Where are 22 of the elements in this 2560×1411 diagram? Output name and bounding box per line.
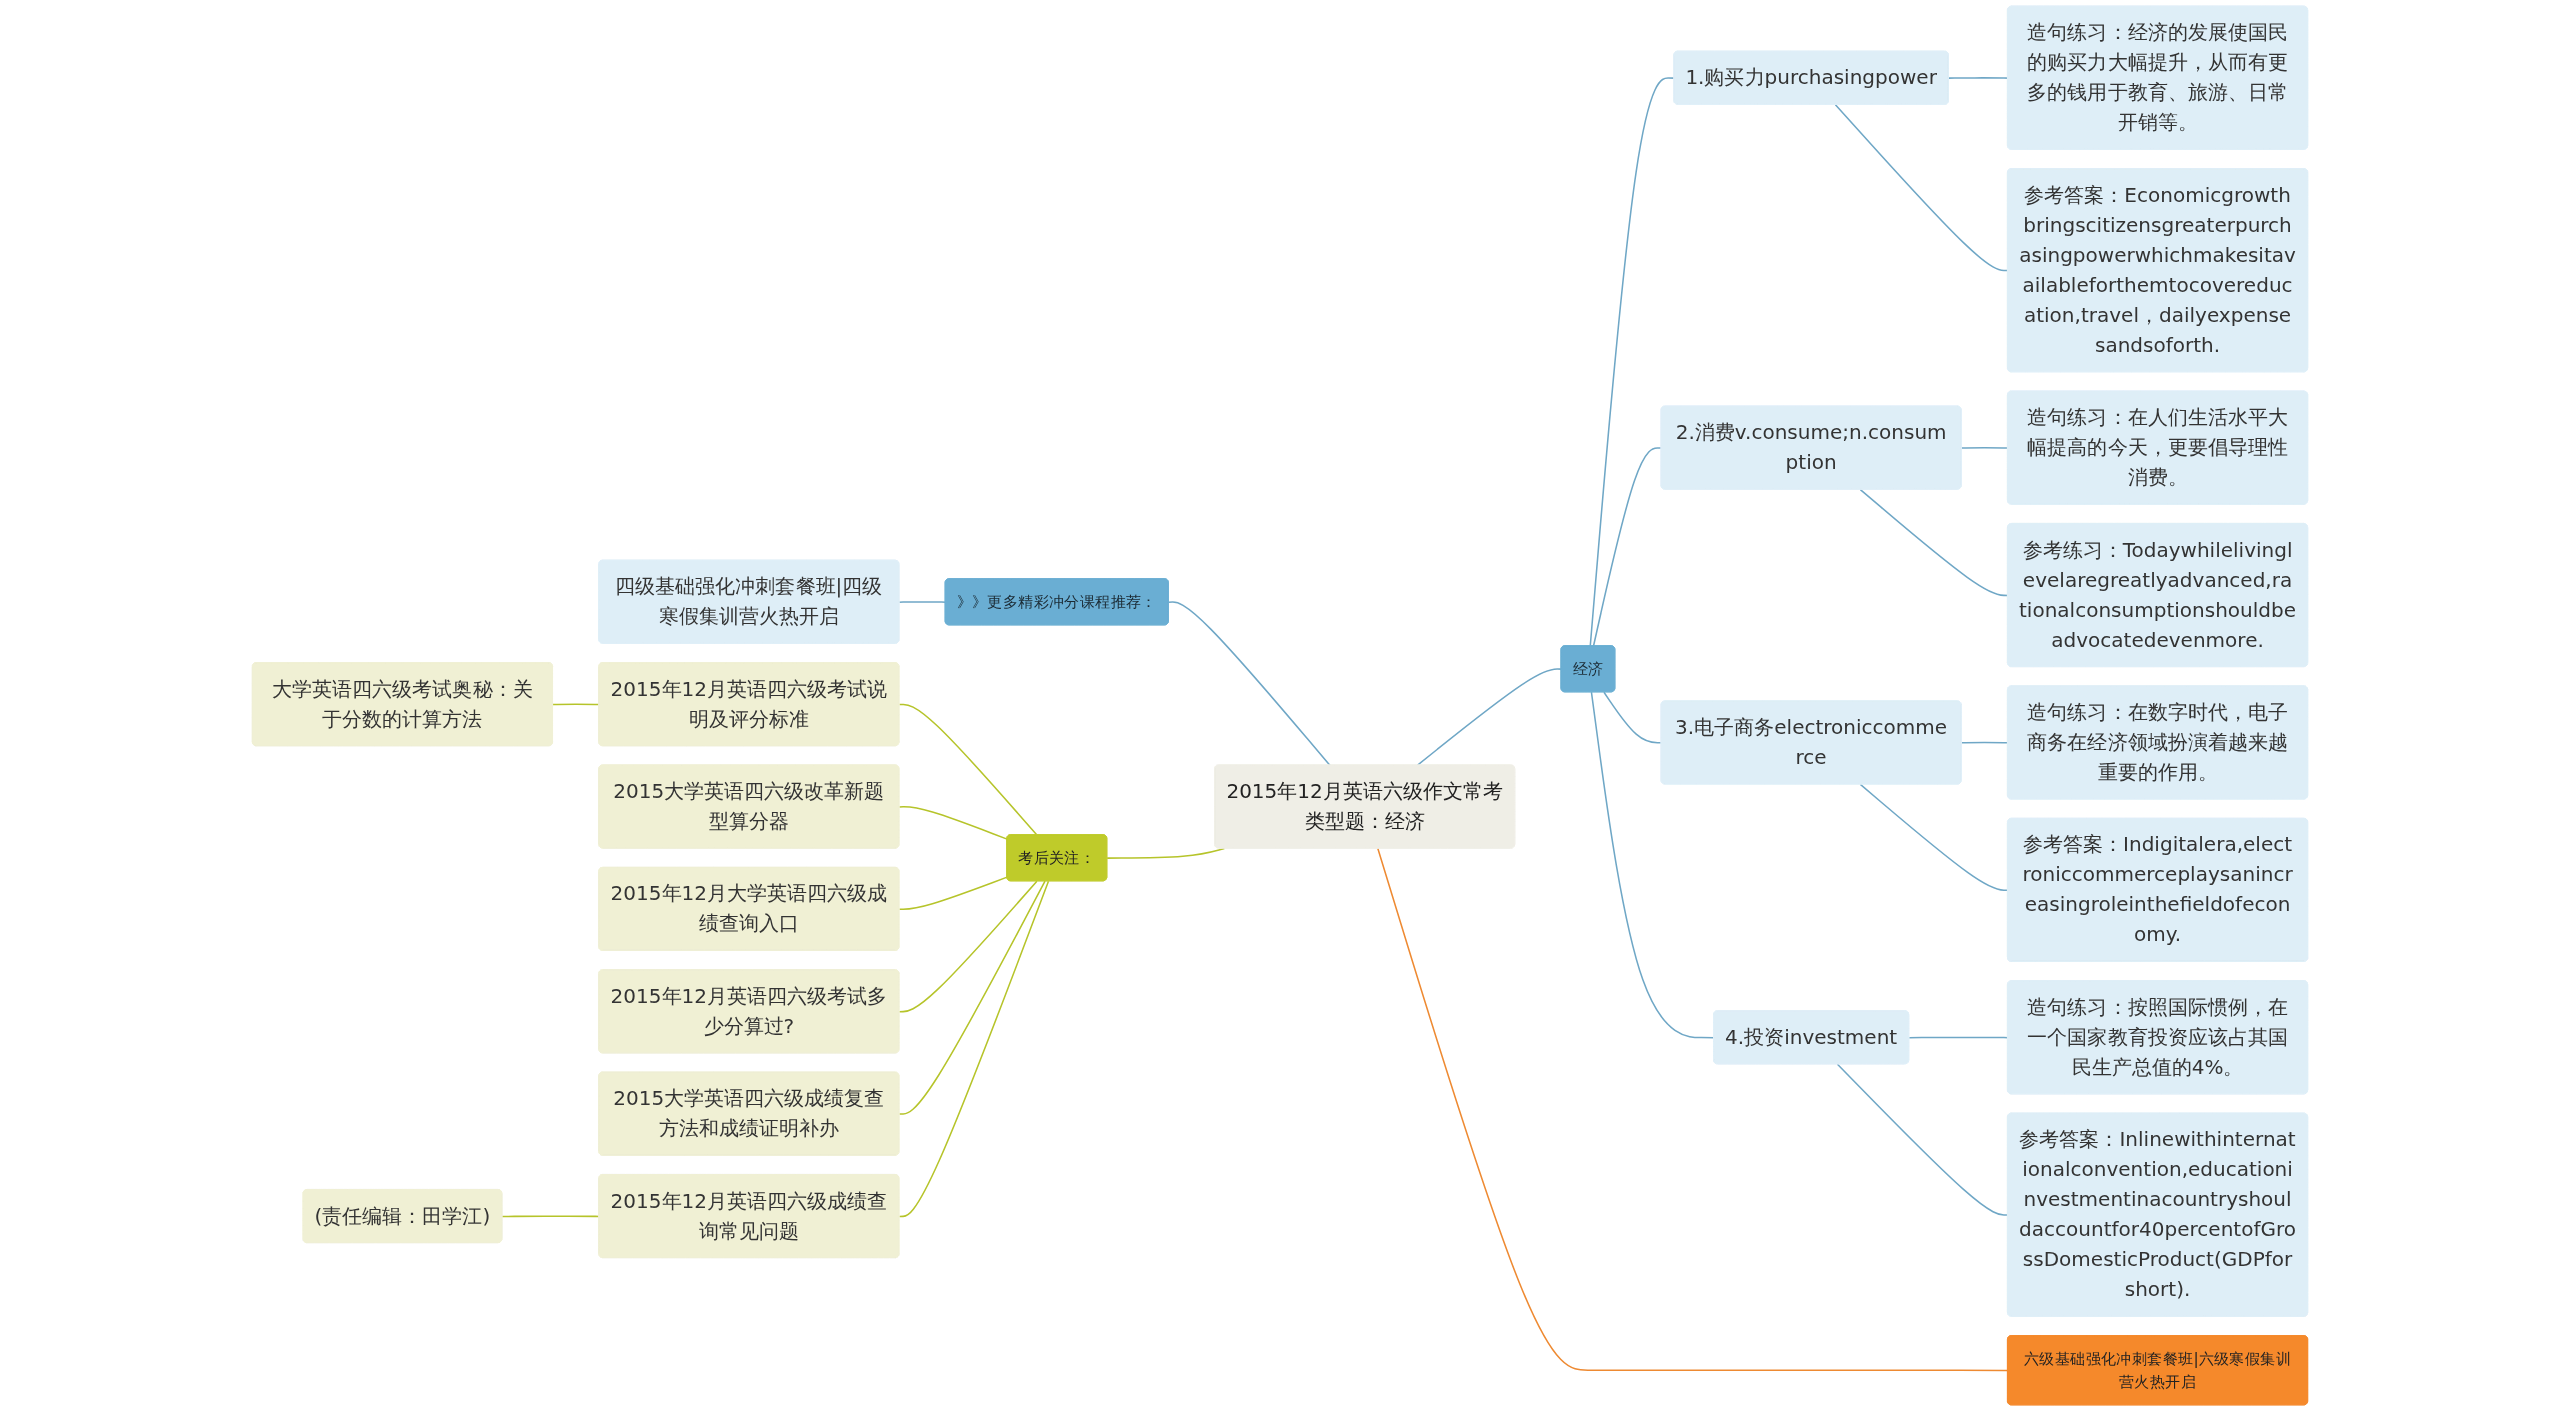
connector [1960,447,2009,449]
connector [1908,1036,2009,1039]
connector [898,703,1038,836]
connector [1859,783,2009,891]
connector [1590,691,1715,1039]
connector [1834,103,2009,272]
connector [1859,488,2009,597]
connector [898,876,1008,911]
connector [1589,77,1675,647]
connector [898,880,1038,1013]
connector [1960,741,2009,744]
connector [898,880,1046,1115]
connector [898,806,1008,840]
connector [1592,447,1663,647]
connector [1603,691,1663,744]
connector [552,703,600,706]
connector [501,1215,600,1218]
connector [1948,77,2009,79]
connector [1377,847,2009,1372]
connector [898,601,947,603]
connector [898,880,1050,1218]
connector [1836,1063,2009,1216]
